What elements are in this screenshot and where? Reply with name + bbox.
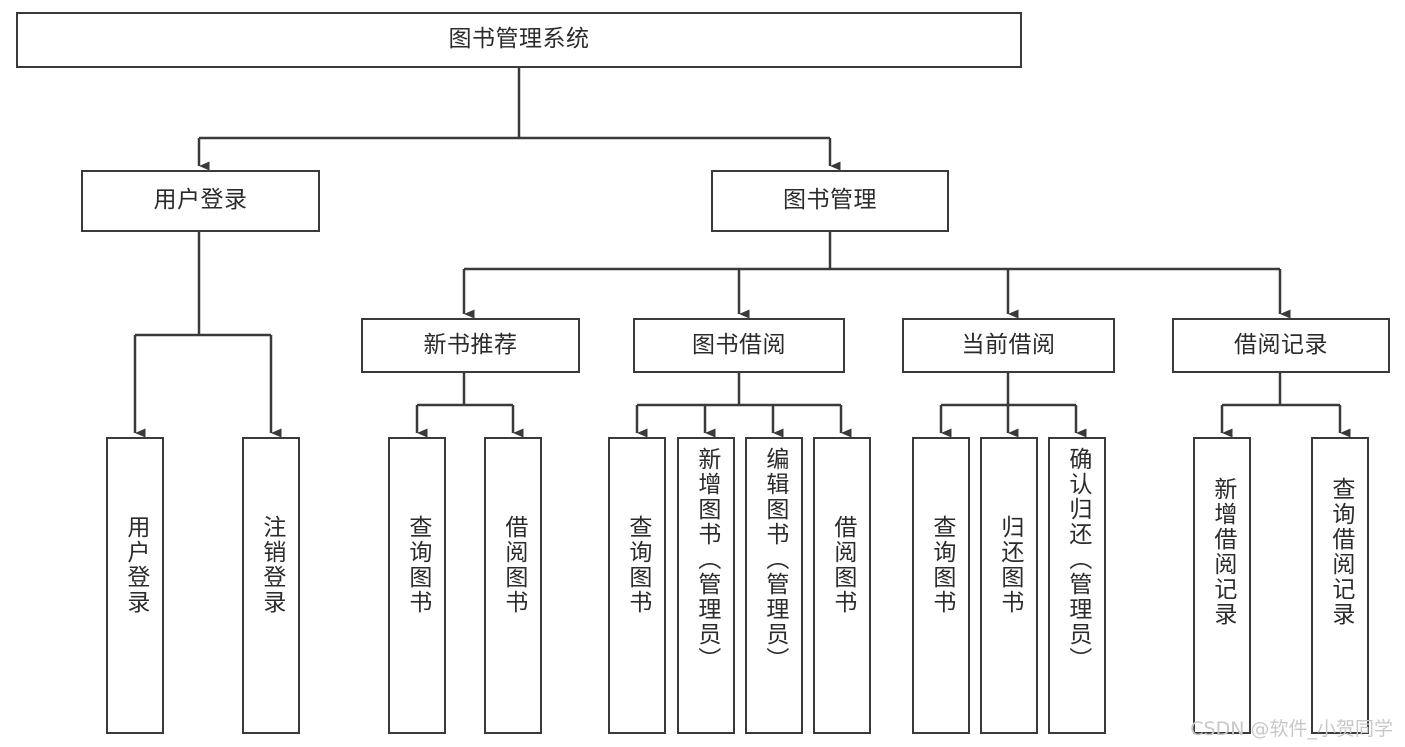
node-leaf-logout-login-label: 注销登录 <box>258 515 285 615</box>
node-leaf-query-book-1-label: 查询图书 <box>404 515 431 615</box>
node-book-manage-label: 图书管理 <box>783 187 877 214</box>
node-current-borrow[interactable]: 当前借阅 <box>902 318 1115 373</box>
node-leaf-borrow-book-1-label: 借阅图书 <box>500 515 527 615</box>
node-book-manage[interactable]: 图书管理 <box>711 170 949 232</box>
node-leaf-query-book-3-label: 查询图书 <box>928 515 955 615</box>
node-leaf-query-book-2[interactable]: 查询图书 <box>608 437 666 734</box>
node-leaf-return-book[interactable]: 归还图书 <box>980 437 1038 734</box>
node-leaf-add-record[interactable]: 新增借阅记录 <box>1193 437 1251 734</box>
node-leaf-logout-login[interactable]: 注销登录 <box>242 437 300 734</box>
node-borrow-record[interactable]: 借阅记录 <box>1172 318 1390 373</box>
node-leaf-edit-book-label: 编辑图书（管理员） <box>761 447 788 672</box>
node-leaf-user-login[interactable]: 用户登录 <box>106 437 164 734</box>
node-current-borrow-label: 当前借阅 <box>961 331 1056 358</box>
node-user-login[interactable]: 用户登录 <box>81 170 320 232</box>
node-leaf-borrow-book-2-label: 借阅图书 <box>829 515 856 615</box>
node-leaf-borrow-book-1[interactable]: 借阅图书 <box>484 437 542 734</box>
node-book-borrow-label: 图书借阅 <box>692 331 786 358</box>
node-new-book-recommend-label: 新书推荐 <box>423 331 518 358</box>
node-leaf-add-record-label: 新增借阅记录 <box>1209 477 1236 627</box>
node-leaf-edit-book[interactable]: 编辑图书（管理员） <box>745 437 803 734</box>
node-leaf-query-book-3[interactable]: 查询图书 <box>912 437 970 734</box>
node-root-label: 图书管理系统 <box>448 26 590 53</box>
node-leaf-confirm-return-label: 确认归还（管理员） <box>1064 447 1091 672</box>
node-leaf-borrow-book-2[interactable]: 借阅图书 <box>813 437 871 734</box>
node-leaf-query-book-1[interactable]: 查询图书 <box>388 437 446 734</box>
node-leaf-confirm-return[interactable]: 确认归还（管理员） <box>1048 437 1106 734</box>
node-leaf-query-record-label: 查询借阅记录 <box>1327 477 1354 627</box>
node-root[interactable]: 图书管理系统 <box>16 12 1022 68</box>
csdn-watermark: CSDN @软件_小贺同学 <box>1190 718 1393 740</box>
node-leaf-user-login-label: 用户登录 <box>122 515 149 615</box>
node-leaf-query-record[interactable]: 查询借阅记录 <box>1311 437 1369 734</box>
node-leaf-add-book-label: 新增图书（管理员） <box>693 447 720 672</box>
node-book-borrow[interactable]: 图书借阅 <box>633 318 845 373</box>
node-leaf-add-book[interactable]: 新增图书（管理员） <box>677 437 735 734</box>
node-user-login-label: 用户登录 <box>153 187 248 214</box>
node-leaf-query-book-2-label: 查询图书 <box>624 515 651 615</box>
node-leaf-return-book-label: 归还图书 <box>996 515 1023 615</box>
node-borrow-record-label: 借阅记录 <box>1234 331 1328 358</box>
node-new-book-recommend[interactable]: 新书推荐 <box>361 318 580 373</box>
